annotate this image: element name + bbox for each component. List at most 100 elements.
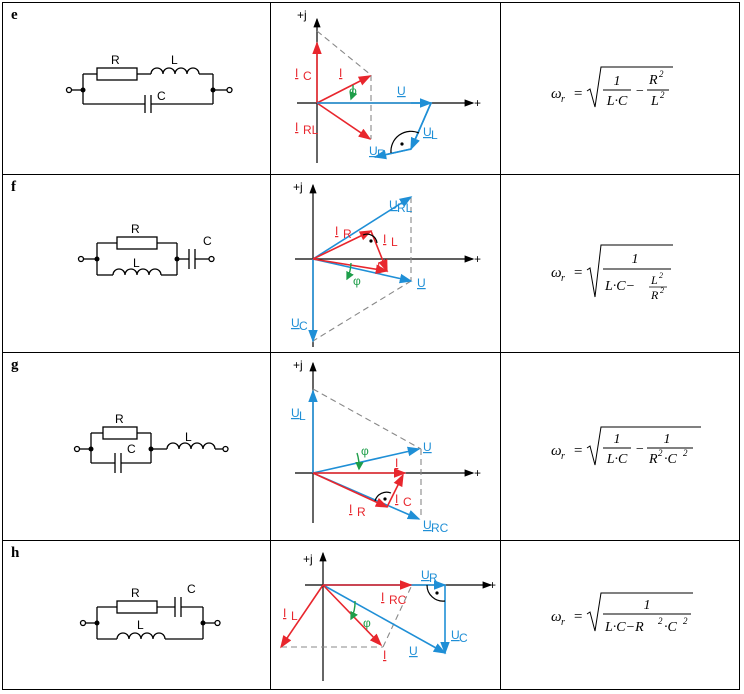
- formula-cell-f: ω r = 1 L·C− L 2 R 2: [501, 175, 739, 352]
- svg-text:RC: RC: [431, 521, 449, 535]
- svg-text:+: +: [489, 578, 496, 592]
- inductor-symbol: [150, 67, 200, 75]
- svg-text:φ: φ: [363, 616, 371, 630]
- svg-text:·C: ·C: [664, 620, 678, 635]
- svg-text:U: U: [423, 440, 432, 454]
- svg-text:L: L: [650, 94, 659, 109]
- svg-text:L·C−R: L·C−R: [604, 620, 644, 635]
- svg-text:I: I: [383, 648, 386, 662]
- circuit-cell-h: h R L C: [3, 541, 271, 689]
- svg-text:RL: RL: [397, 201, 413, 215]
- svg-text:U: U: [423, 518, 432, 532]
- svg-text:ω: ω: [551, 86, 562, 102]
- svg-text:L: L: [291, 609, 298, 623]
- svg-text:1: 1: [614, 432, 621, 447]
- svg-text:C: C: [127, 442, 136, 456]
- svg-text:U: U: [397, 84, 406, 98]
- svg-text:I: I: [339, 66, 342, 80]
- svg-text:R: R: [131, 586, 140, 600]
- svg-text:2: 2: [659, 69, 664, 79]
- svg-text:=: =: [573, 86, 583, 102]
- svg-text:1: 1: [632, 252, 639, 267]
- svg-text:C: C: [403, 495, 412, 509]
- svg-text:L: L: [431, 128, 438, 142]
- phasor-diagram-f: +j + U RL I R I L I φ U U C: [291, 180, 481, 347]
- svg-text:φ: φ: [361, 444, 369, 458]
- svg-text:R: R: [429, 571, 438, 585]
- svg-text:L: L: [391, 235, 398, 249]
- svg-text:C: C: [187, 582, 196, 596]
- svg-text:U: U: [421, 568, 430, 582]
- axis-j-label: +j: [297, 8, 307, 22]
- svg-text:1: 1: [664, 432, 671, 447]
- svg-text:U: U: [291, 316, 300, 330]
- circuit-diagram-f: R L C: [77, 222, 215, 276]
- svg-text:=: =: [573, 443, 583, 459]
- circuit-diagram-g: R L C: [73, 412, 229, 473]
- svg-text:L: L: [185, 430, 192, 444]
- svg-text:·C: ·C: [664, 452, 678, 467]
- svg-text:ω: ω: [551, 443, 562, 459]
- svg-text:L·C: L·C: [606, 452, 628, 467]
- axis-plus-label: +: [474, 96, 481, 110]
- svg-text:ω: ω: [551, 609, 562, 625]
- circuit-diagram-e: R L C: [65, 53, 233, 113]
- svg-text:C: C: [203, 234, 212, 248]
- svg-text:I: I: [377, 260, 380, 274]
- svg-text:I: I: [395, 456, 398, 470]
- svg-text:I: I: [335, 224, 338, 238]
- svg-text:−: −: [635, 442, 644, 457]
- svg-text:U: U: [409, 644, 418, 658]
- svg-text:2: 2: [683, 448, 688, 458]
- svg-text:U: U: [417, 276, 426, 290]
- resonance-formula-g: ω r = 1 L·C − 1 R 2 ·C 2: [551, 426, 701, 467]
- svg-text:L·C−: L·C−: [604, 279, 635, 294]
- row-f: f R L C: [2, 174, 740, 352]
- svg-text:I: I: [349, 502, 352, 516]
- svg-text:L: L: [133, 256, 140, 270]
- svg-text:R: R: [650, 288, 659, 302]
- svg-text:+j: +j: [303, 552, 313, 566]
- svg-text:L: L: [137, 618, 144, 632]
- svg-text:2: 2: [659, 271, 663, 280]
- circuit-cell-g: g R L C: [3, 353, 271, 540]
- svg-text:R: R: [131, 222, 140, 236]
- svg-text:1: 1: [644, 598, 651, 613]
- circuit-cell-e: e R L C: [3, 3, 271, 174]
- svg-text:φ: φ: [353, 274, 361, 288]
- svg-text:I: I: [283, 606, 286, 620]
- svg-text:C: C: [299, 319, 308, 333]
- row-h: h R L C: [2, 540, 740, 690]
- svg-text:I: I: [295, 120, 298, 134]
- svg-text:+j: +j: [293, 358, 303, 372]
- svg-text:R: R: [115, 412, 124, 426]
- svg-text:I: I: [295, 66, 298, 80]
- circuit-cell-f: f R L C: [3, 175, 271, 352]
- svg-text:φ: φ: [349, 84, 357, 98]
- svg-text:=: =: [573, 609, 583, 625]
- svg-text:RL: RL: [303, 123, 319, 137]
- phasor-cell-g: +j + U L φ U I I R I C U RC: [271, 353, 501, 540]
- svg-text:ω: ω: [551, 265, 562, 281]
- row-e: e R L C: [2, 2, 740, 174]
- svg-text:−: −: [635, 84, 644, 99]
- label-l: L: [171, 53, 178, 67]
- svg-text:RC: RC: [389, 593, 407, 607]
- phasor-diagram-h: +j + U R I RC I L φ U C U I: [280, 551, 496, 681]
- svg-text:U: U: [451, 628, 460, 642]
- svg-text:I: I: [395, 492, 398, 506]
- resonance-formula-f: ω r = 1 L·C− L 2 R 2: [551, 244, 673, 302]
- label-r: R: [111, 53, 120, 67]
- phasor-diagram-g: +j + U L φ U I I R I C U RC: [291, 358, 481, 535]
- resistor-symbol: [96, 67, 138, 81]
- row-letter: h: [11, 545, 20, 561]
- svg-text:2: 2: [660, 90, 665, 100]
- svg-text:U: U: [423, 125, 432, 139]
- svg-text:2: 2: [660, 286, 664, 295]
- row-letter: g: [11, 357, 19, 373]
- svg-text:I: I: [383, 232, 386, 246]
- svg-text:r: r: [561, 451, 565, 462]
- svg-text:R: R: [343, 227, 352, 241]
- svg-text:L: L: [650, 273, 658, 287]
- svg-text:2: 2: [683, 616, 688, 626]
